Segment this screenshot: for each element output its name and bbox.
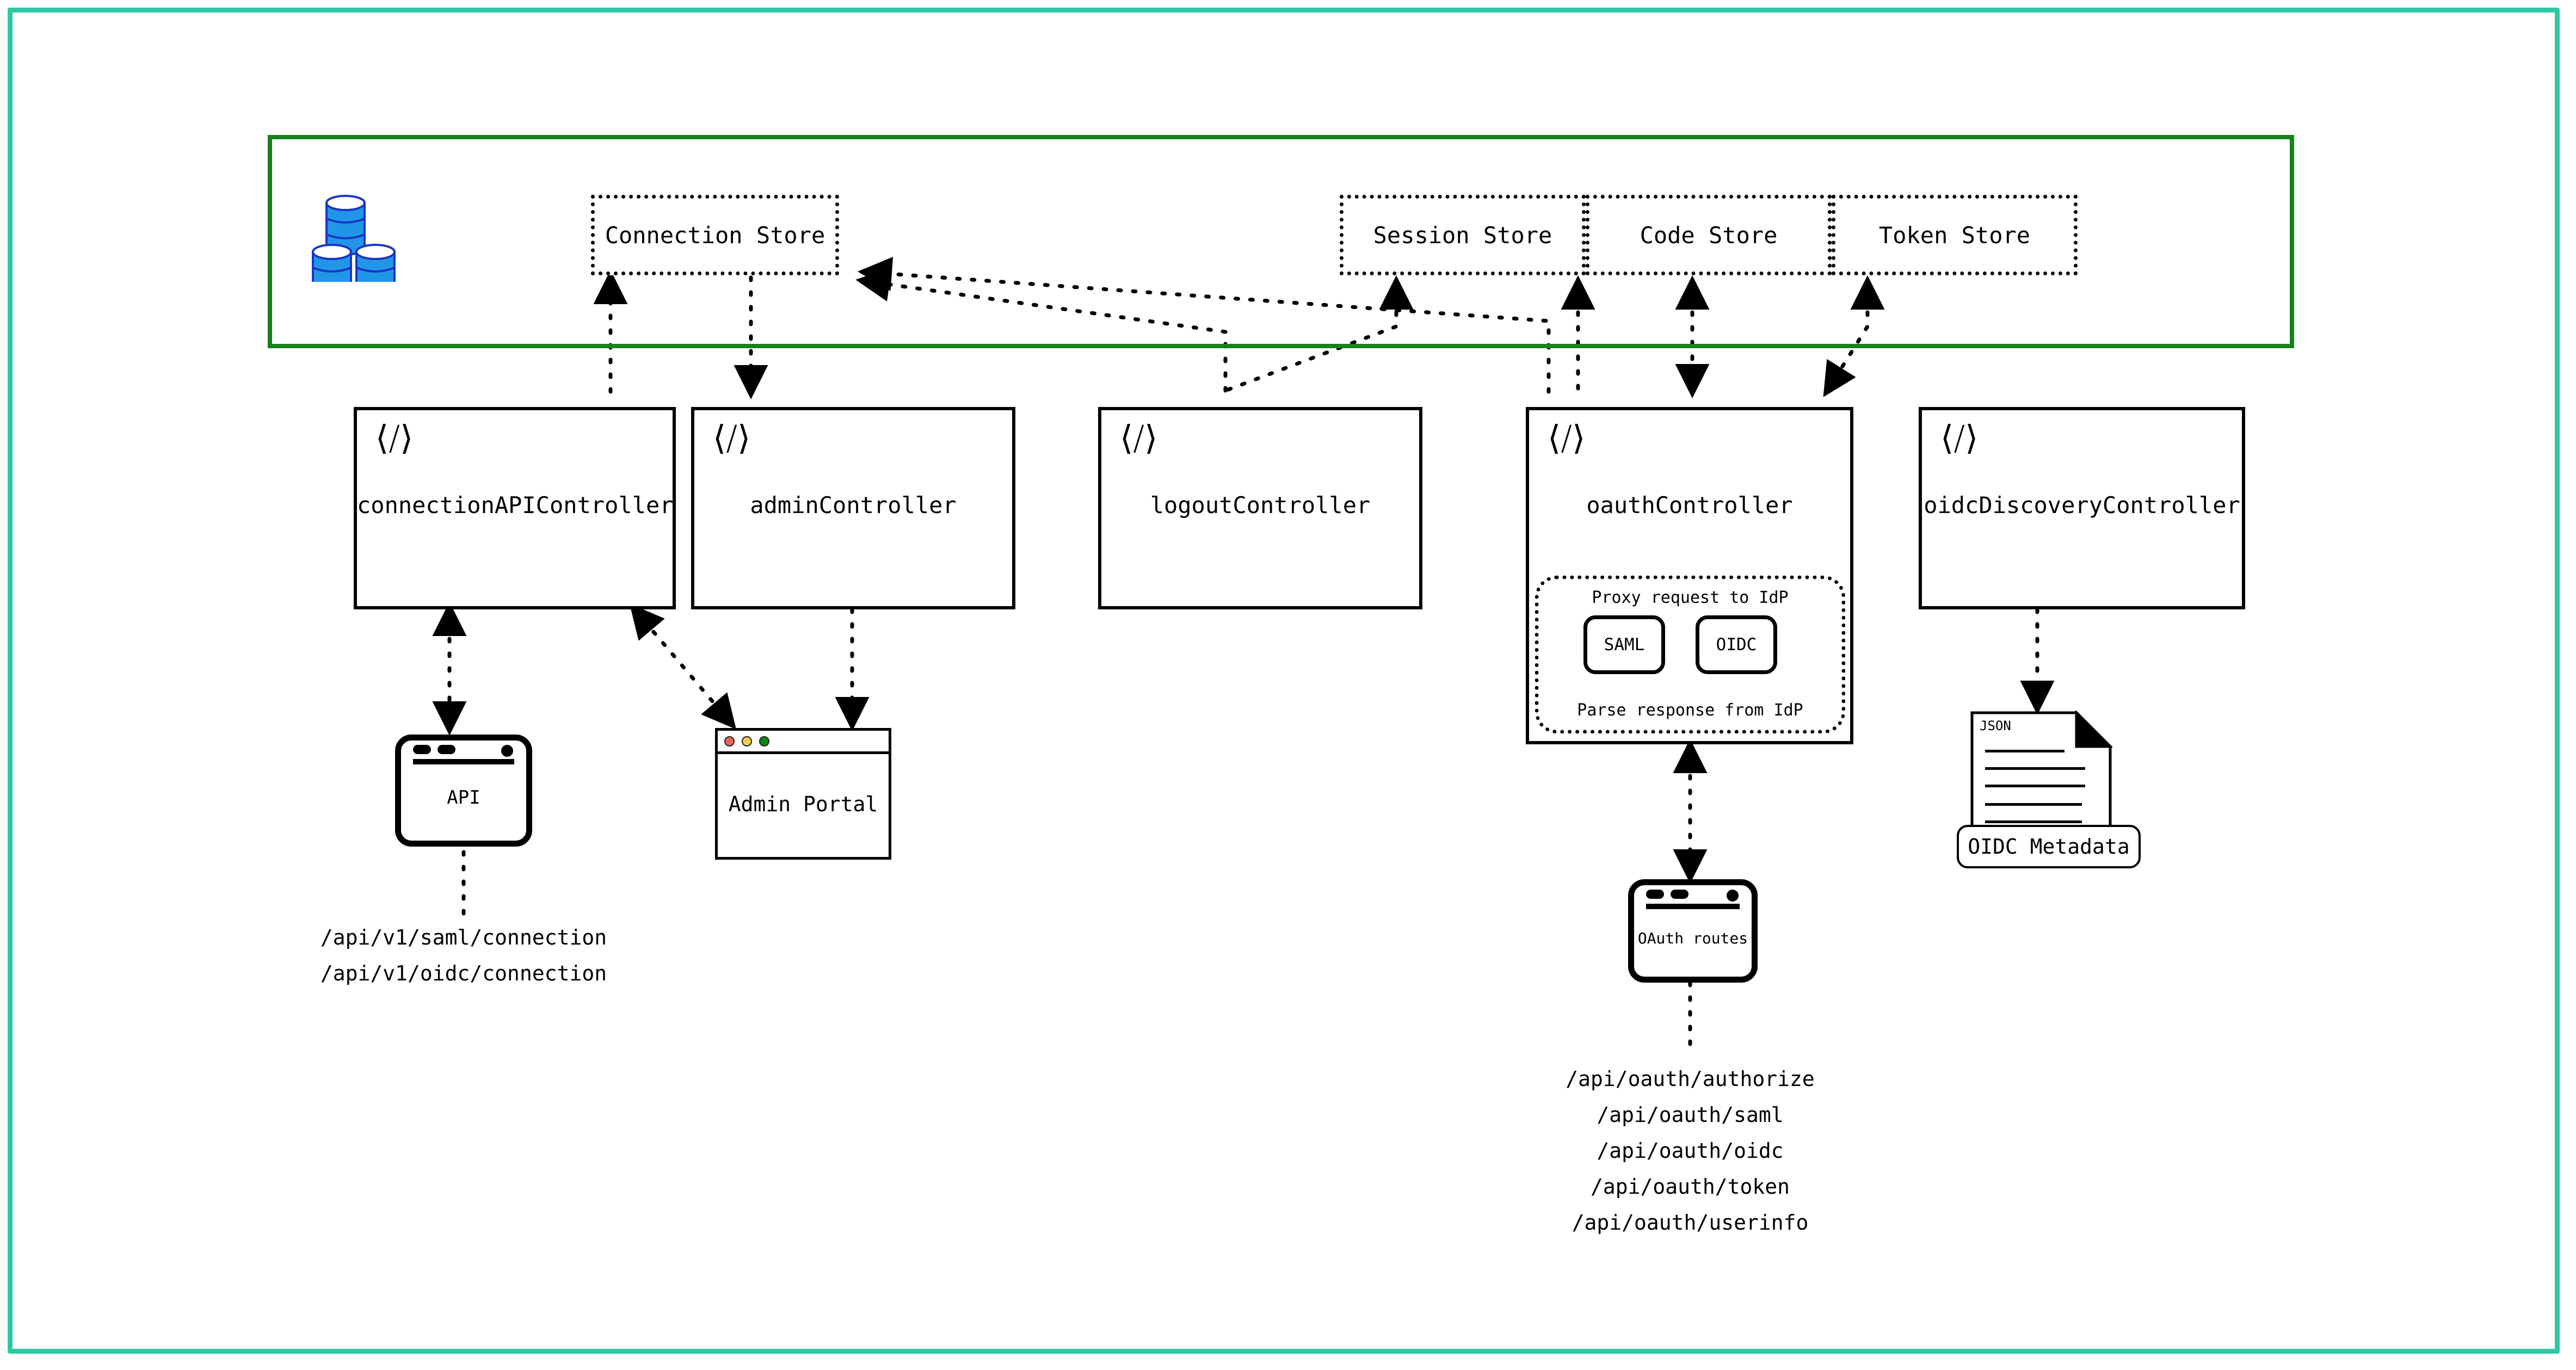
code-icon: ⟨/⟩ [1940,418,1979,458]
window-dot-3 [501,745,513,757]
maximize-dot-icon [759,736,769,746]
window-titlebar-line [413,759,514,764]
admin-controller-label: adminController [750,492,957,519]
window-dot-2 [437,745,455,754]
connection-api-endpoint-list: /api/v1/saml/connection /api/v1/oidc/con… [246,919,681,991]
saml-box[interactable]: SAML [1583,615,1665,674]
close-dot-icon [724,736,735,746]
api-window-icon[interactable]: API [395,735,532,847]
code-store-label: Code Store [1640,221,1778,249]
json-doc-type-label: JSON [1980,718,2011,733]
oauth-routes-label: OAuth routes [1637,929,1748,947]
code-icon: ⟨/⟩ [1548,418,1586,458]
persistence-layer-region [268,135,2294,348]
window-dot-3 [1727,890,1739,902]
logout-controller[interactable]: ⟨/⟩ logoutController [1098,407,1422,609]
endpoint-item: /api/oauth/authorize [1566,1067,1815,1091]
oidc-metadata-label[interactable]: OIDC Metadata [1957,825,2141,868]
connection-api-controller-label: connectionAPIController [357,492,674,519]
token-store-label: Token Store [1878,221,2031,249]
oauth-controller-label: oauthController [1586,492,1793,519]
window-dot-1 [1646,890,1664,899]
code-store[interactable]: Code Store [1586,195,1832,275]
saml-label: SAML [1604,635,1645,655]
endpoint-item: /api/oauth/oidc [1597,1139,1784,1163]
oidc-discovery-controller-label: oidcDiscoveryController [1924,492,2240,519]
doc-line [1985,803,2082,806]
admin-controller[interactable]: ⟨/⟩ adminController [691,407,1015,609]
window-dot-1 [413,745,431,754]
database-stack-icon [312,195,396,282]
session-store-label: Session Store [1373,221,1552,249]
connection-store-label: Connection Store [605,221,825,249]
oauth-routes-window-icon[interactable]: OAuth routes [1628,879,1758,983]
api-label: API [447,787,480,809]
browser-titlebar [718,731,889,754]
code-icon: ⟨/⟩ [375,418,414,458]
endpoint-item: /api/oauth/userinfo [1572,1211,1809,1235]
oidc-label: OIDC [1716,635,1757,655]
connection-api-controller[interactable]: ⟨/⟩ connectionAPIController [354,407,676,609]
connection-store[interactable]: Connection Store [591,195,839,275]
endpoint-item: /api/oauth/token [1590,1175,1790,1199]
proxy-request-caption: Proxy request to IdP [1592,588,1789,607]
token-store[interactable]: Token Store [1832,195,2078,275]
session-store[interactable]: Session Store [1340,195,1586,275]
oauth-endpoint-list: /api/oauth/authorize /api/oauth/saml /ap… [1472,1061,1908,1241]
endpoint-item: /api/v1/saml/connection [320,925,607,949]
doc-line [1985,767,2085,770]
oidc-discovery-controller[interactable]: ⟨/⟩ oidcDiscoveryController [1919,407,2245,609]
doc-line [1985,785,2085,787]
code-icon: ⟨/⟩ [1120,418,1158,458]
admin-portal-label: Admin Portal [728,792,878,816]
doc-line [1985,750,2065,752]
canvas-frame [8,8,2560,1354]
minimize-dot-icon [742,736,752,746]
window-titlebar-line [1646,904,1740,909]
endpoint-item: /api/oauth/saml [1597,1103,1784,1127]
oidc-metadata-text: OIDC Metadata [1968,835,2130,859]
endpoint-item: /api/v1/oidc/connection [320,961,607,985]
admin-portal-window[interactable]: Admin Portal [715,728,891,860]
window-dot-2 [1671,890,1688,899]
oidc-box[interactable]: OIDC [1696,615,1777,674]
doc-line [1985,820,2082,823]
parse-response-caption: Parse response from IdP [1577,701,1803,720]
code-icon: ⟨/⟩ [713,418,751,458]
logout-controller-label: logoutController [1150,492,1371,519]
idp-proxy-group: Proxy request to IdP SAML OIDC Parse res… [1535,576,1845,733]
